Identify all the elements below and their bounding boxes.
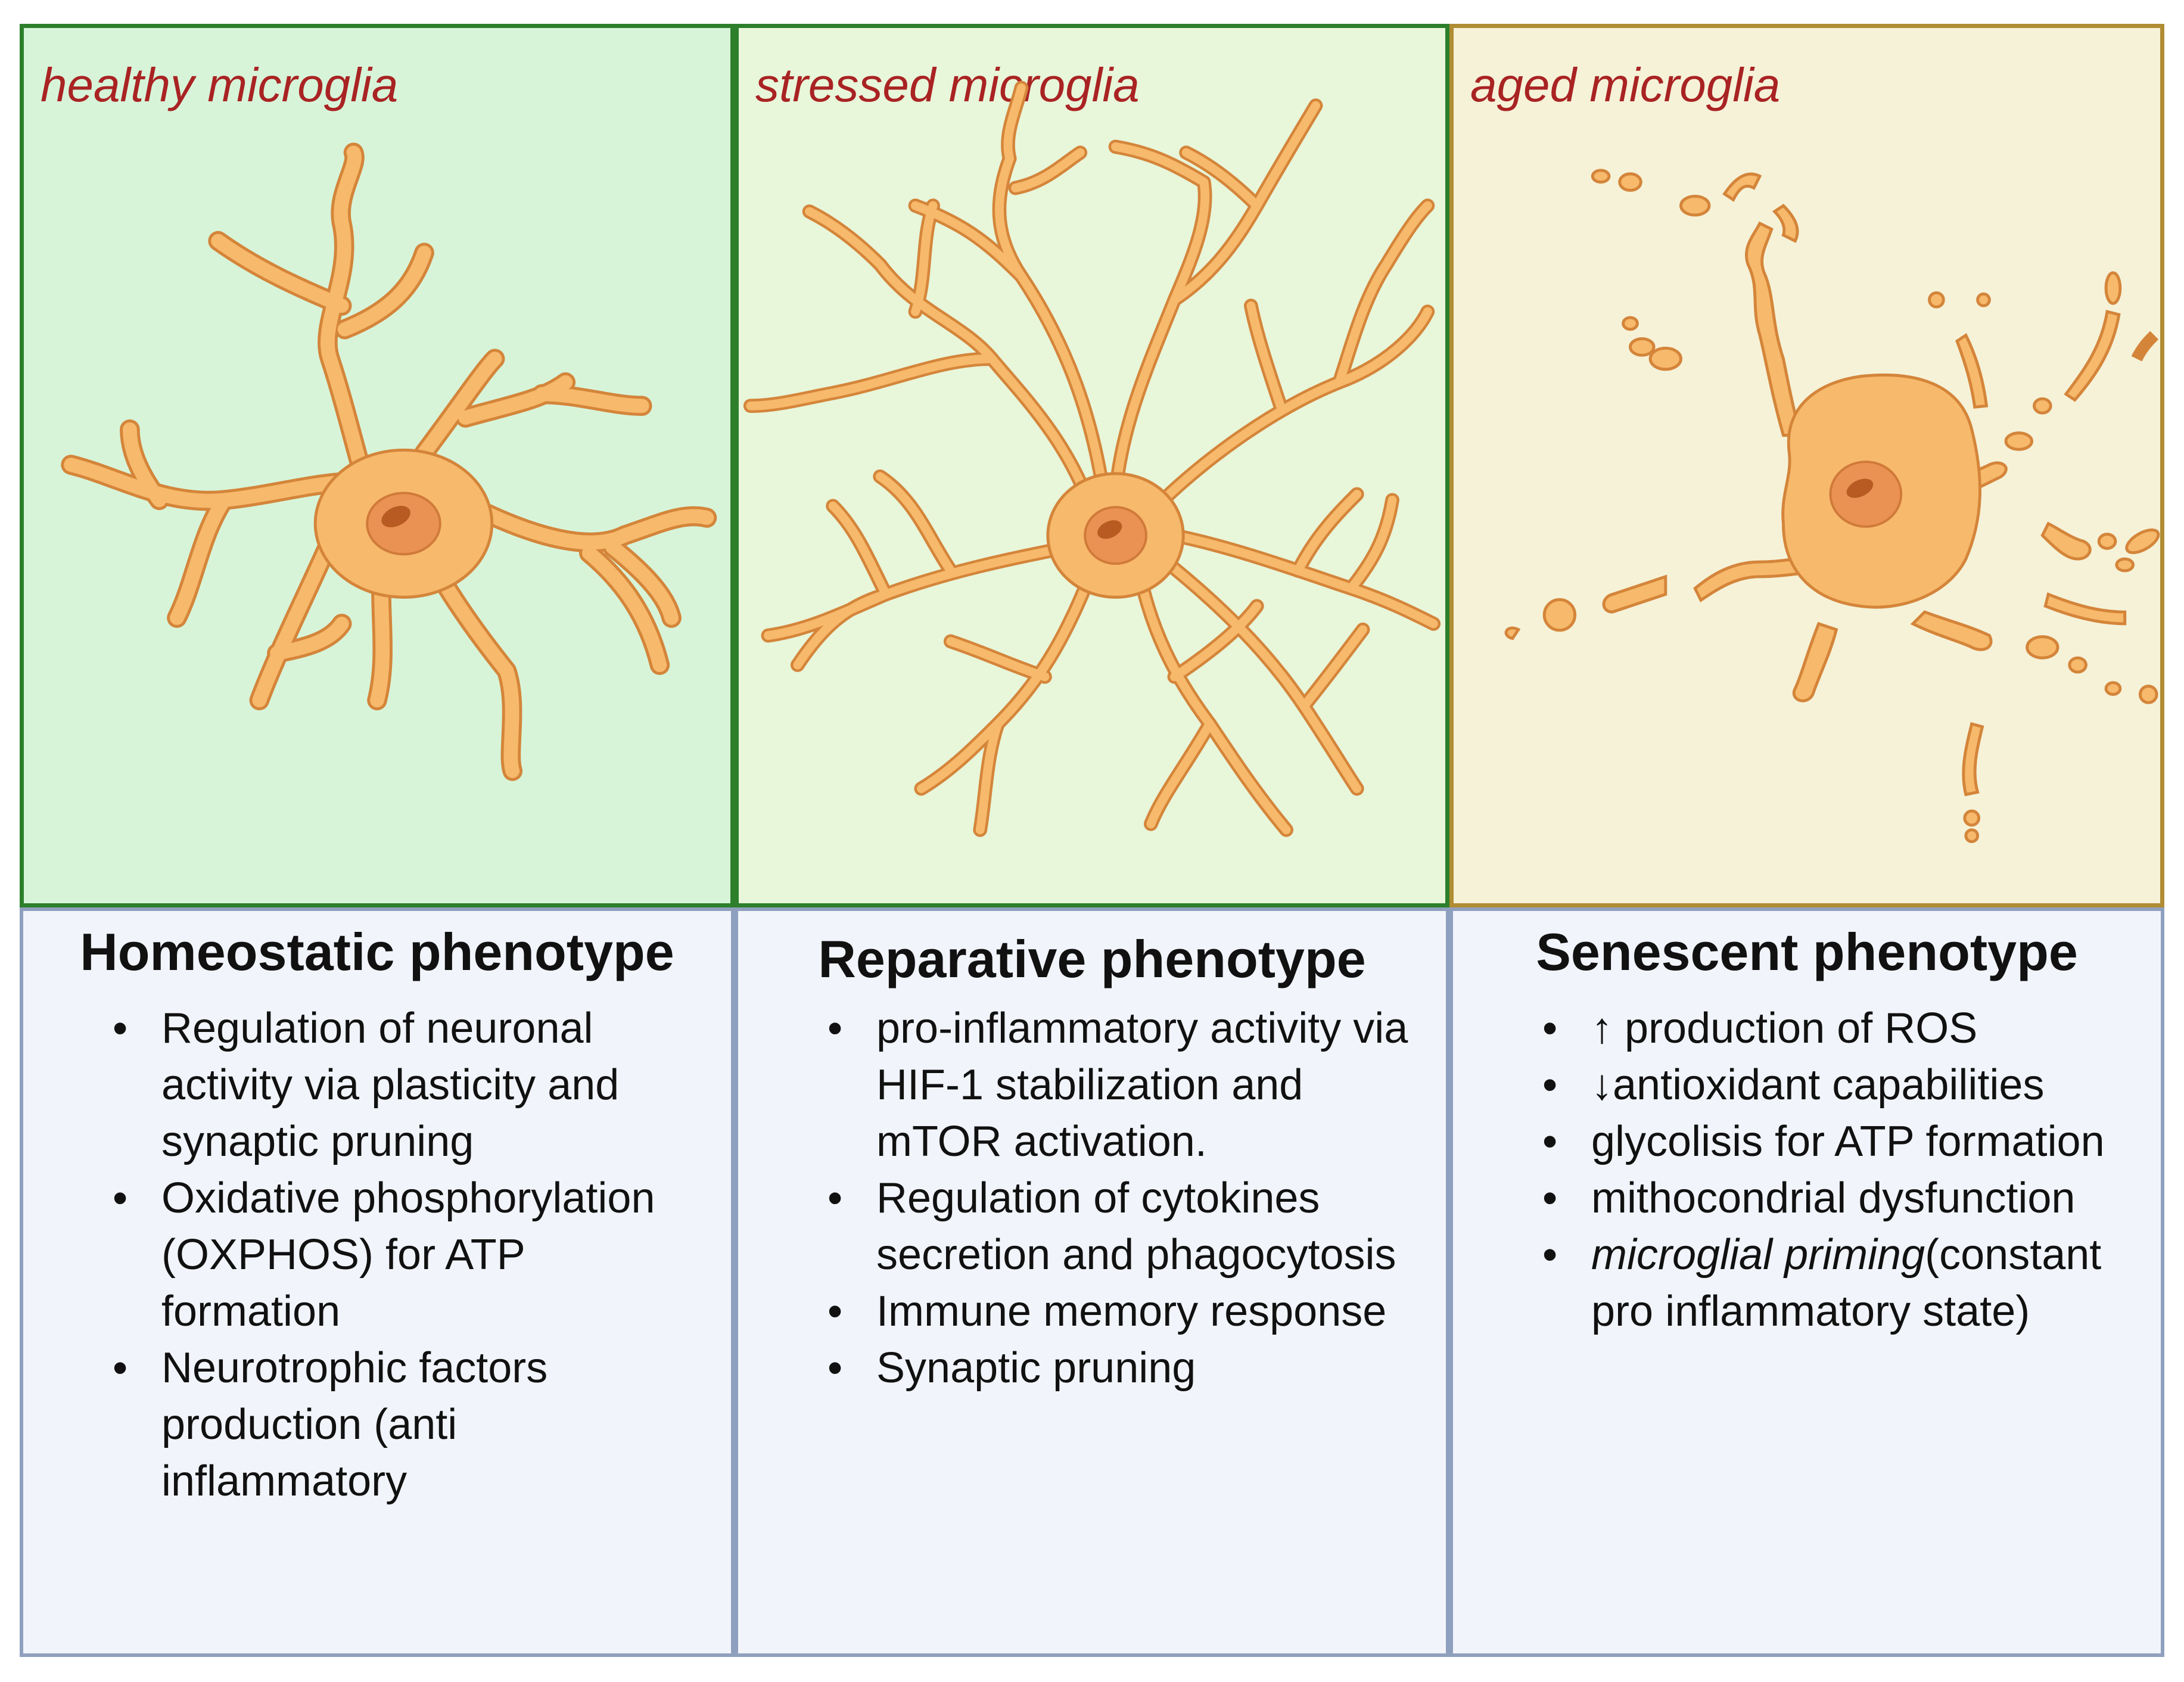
state-label-healthy: healthy microglia <box>41 58 399 111</box>
hyper-ramified-microglia-icon <box>743 80 1441 837</box>
phenotype-title-homeostatic: Homeostatic phenotype <box>80 922 674 981</box>
trait-item: Synaptic pruning <box>827 1340 1422 1397</box>
trait-list-reparative: pro-inflammatory activity via HIF-1 stab… <box>827 1000 1422 1397</box>
phenotype-title-reparative: Reparative phenotype <box>818 929 1366 988</box>
trait-list-homeostatic: Regulation of neuronal activity via plas… <box>113 1000 707 1510</box>
ramified-microglia-icon <box>61 142 717 781</box>
healthy-microglia-panel: healthy microglia <box>20 24 735 907</box>
trait-item: mithocondrial dysfunction <box>1542 1170 2137 1227</box>
stressed-microglia-panel: stressed microglia <box>735 24 1449 907</box>
reparative-phenotype-box: Reparative phenotype pro-inflammatory ac… <box>735 907 1449 1657</box>
homeostatic-phenotype-box: Homeostatic phenotype Regulation of neur… <box>20 907 735 1657</box>
trait-item: glycolisis for ATP formation <box>1542 1114 2137 1170</box>
trait-item: pro-inflammatory activity via HIF-1 stab… <box>827 1000 1422 1170</box>
trait-list-senescent: ↑ production of ROS ↓antioxidant capabil… <box>1542 1000 2137 1340</box>
dystrophic-microglia-icon <box>1504 169 2160 844</box>
senescent-phenotype-box: Senescent phenotype ↑ production of ROS … <box>1449 907 2164 1657</box>
phenotype-title-senescent: Senescent phenotype <box>1536 922 2078 981</box>
trait-item: ↓antioxidant capabilities <box>1542 1057 2137 1114</box>
state-label-aged: aged microglia <box>1470 58 1781 111</box>
aged-microglia-panel: aged microglia <box>1449 24 2164 907</box>
state-label-stressed: stressed microglia <box>755 58 1140 111</box>
trait-item: Oxidative phosphorylation (OXPHOS) for A… <box>113 1170 707 1340</box>
trait-item-priming: microglial priming(constant pro inflamma… <box>1542 1227 2137 1340</box>
trait-item: Neurotrophic factors production (anti in… <box>113 1340 707 1510</box>
trait-italic-text: microglial priming <box>1591 1231 1925 1279</box>
trait-item: ↑ production of ROS <box>1542 1000 2137 1057</box>
trait-rest-text: (constant pro inflammatory state) <box>1591 1231 2102 1335</box>
trait-item: Immune memory response <box>827 1283 1422 1340</box>
trait-item: Regulation of cytokines secretion and ph… <box>827 1170 1422 1283</box>
trait-item: Regulation of neuronal activity via plas… <box>113 1000 707 1170</box>
